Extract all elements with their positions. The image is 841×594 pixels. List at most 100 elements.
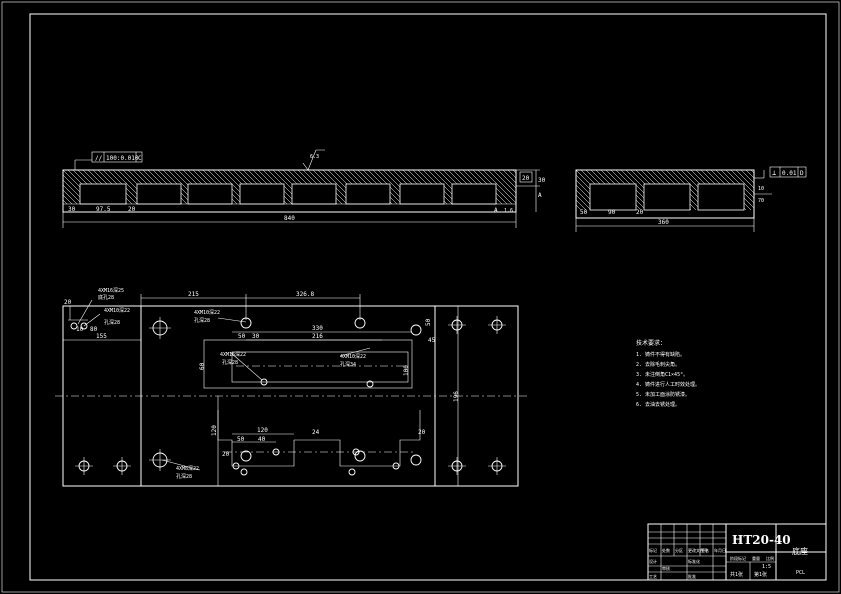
height-top-dim: 20 <box>522 175 530 182</box>
svg-text:20: 20 <box>64 299 72 306</box>
hatch-line <box>492 169 517 194</box>
datum-right: A <box>538 192 542 199</box>
svg-text:孔深34: 孔深34 <box>340 361 356 368</box>
hatch-line <box>575 204 582 211</box>
bolt-hole <box>260 378 268 386</box>
material-label: HT20-40 <box>732 533 791 547</box>
side-pocket <box>643 183 691 211</box>
side-height-dim: 70 <box>758 198 764 204</box>
bolt-hole <box>366 380 374 388</box>
front-view-hatching <box>62 169 517 205</box>
technical-requirements: 技术要求： 1. 铸件不得有缺陷。 2. 去除毛刺尖角。 3. 未注倒角C1×4… <box>636 339 700 408</box>
front-pocket <box>136 183 182 205</box>
tech-item: 4. 铸件进行人工时效处理。 <box>636 381 700 388</box>
tech-item: 5. 未加工面涂防锈漆。 <box>636 391 690 398</box>
hatch-line <box>745 169 755 179</box>
svg-text:批准: 批准 <box>688 573 696 579</box>
note-2: 4XM10深22 <box>104 307 130 314</box>
perpendicularity-frame: ⊥ 0.01 D <box>754 166 807 179</box>
front-pocket <box>451 183 497 205</box>
hatch-line <box>512 169 517 174</box>
svg-text:20: 20 <box>222 451 230 458</box>
bolt-hole <box>272 448 280 456</box>
note-3: 4XM10深22 <box>194 309 220 316</box>
bolt-hole <box>348 468 356 476</box>
svg-text:100: 100 <box>403 365 410 376</box>
svg-text:0.01: 0.01 <box>782 170 797 177</box>
svg-text:50: 50 <box>238 333 246 340</box>
drawing-frame <box>29 13 827 581</box>
svg-text:设计: 设计 <box>649 558 657 564</box>
svg-text:底孔28: 底孔28 <box>98 294 114 301</box>
hatch-line <box>497 169 517 189</box>
front-pocket <box>291 183 337 205</box>
bolt-hole <box>240 317 252 329</box>
lower-slot <box>217 410 421 467</box>
bolt-hole <box>240 450 252 462</box>
hatch-line <box>740 169 755 184</box>
svg-text:孔深28: 孔深28 <box>176 473 192 480</box>
scale-value: 1:5 <box>762 564 771 570</box>
datum-bottom: A <box>494 207 498 214</box>
hatch-line <box>62 199 68 205</box>
bottom-roughness: 1.6 <box>504 208 513 214</box>
hatch-line <box>730 169 755 194</box>
svg-text:40: 40 <box>258 436 266 443</box>
svg-text:阶段标记: 阶段标记 <box>730 555 746 561</box>
svg-text:处数: 处数 <box>662 547 670 553</box>
side-view-pockets <box>589 183 745 211</box>
part-name: 底座 <box>792 546 808 556</box>
svg-text:326.8: 326.8 <box>296 291 314 298</box>
svg-text:24: 24 <box>312 429 320 436</box>
svg-text:孔深28: 孔深28 <box>194 317 210 324</box>
hatch-line <box>750 169 755 174</box>
svg-text:第1张: 第1张 <box>754 571 767 578</box>
bolt-hole <box>70 322 78 330</box>
svg-text:90: 90 <box>608 209 616 216</box>
hatch-line <box>575 199 587 211</box>
svg-text:50: 50 <box>425 318 432 326</box>
tech-heading: 技术要求： <box>636 339 666 347</box>
svg-text:196: 196 <box>453 391 460 402</box>
pitch-dim: 97.5 <box>96 206 111 213</box>
bolt-hole <box>80 322 88 330</box>
plan-holes <box>70 316 506 476</box>
svg-text:6.3: 6.3 <box>310 154 319 160</box>
title-block: HT20-40 底座 1:5 阶段标记 重量 比例 共1张 第1张 PCL 标记… <box>647 523 827 581</box>
svg-text:分区: 分区 <box>675 547 683 553</box>
svg-text:50: 50 <box>237 436 245 443</box>
bolt-hole <box>392 462 400 470</box>
bolt-hole <box>410 454 422 466</box>
tech-item: 1. 铸件不得有缺陷。 <box>636 351 685 358</box>
upper-slot-inner <box>231 351 409 383</box>
hatch-line <box>62 189 78 205</box>
front-pocket <box>187 183 233 205</box>
side-pocket <box>697 183 745 211</box>
svg-text:45: 45 <box>428 337 436 344</box>
hatch-line <box>62 184 83 205</box>
note-1: 4XM16深25 <box>98 287 124 294</box>
svg-text:120: 120 <box>257 427 268 434</box>
svg-text:10: 10 <box>76 326 84 333</box>
groove-dim: 20 <box>128 206 136 213</box>
plan-view: 215 326.8 155 80 10 20 330 216 50 30 60 … <box>55 287 528 487</box>
hatch-line <box>575 194 592 211</box>
side-small-dim: 10 <box>758 186 764 192</box>
front-pocket <box>399 183 445 205</box>
svg-text:155: 155 <box>96 333 107 340</box>
hatch-line <box>482 169 517 204</box>
bolt-hole <box>232 462 240 470</box>
tech-item: 3. 未注倒角C1×45°。 <box>636 371 688 378</box>
svg-text:工艺: 工艺 <box>649 574 657 579</box>
tech-item: 2. 去除毛刺尖角。 <box>636 361 680 368</box>
overall-length-dim: 840 <box>284 215 295 222</box>
bolt-hole <box>354 317 366 329</box>
svg-text:⊥: ⊥ <box>772 169 776 177</box>
hatch-line <box>62 194 73 205</box>
svg-text:比例: 比例 <box>766 555 774 561</box>
svg-text:D: D <box>800 170 804 177</box>
note-5: 4XM10深22 <box>340 353 366 360</box>
svg-text:80: 80 <box>90 326 98 333</box>
side-overall-dim: 360 <box>658 219 669 226</box>
